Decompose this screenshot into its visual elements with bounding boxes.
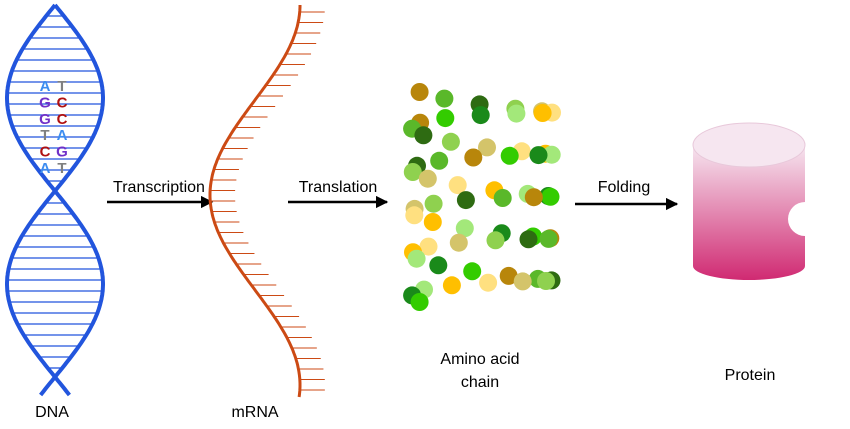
dna-strand-1: [5, 3, 105, 397]
amino-acid-bead: [418, 169, 437, 188]
amino-acid-bead: [486, 231, 505, 250]
amino-acid-bead: [423, 213, 442, 231]
mrna-label: mRNA: [231, 404, 278, 421]
base-letter-right: T: [57, 78, 66, 95]
base-letter-left: C: [40, 144, 51, 161]
amino-acid-bead: [448, 176, 467, 195]
amino-acid-bead: [429, 256, 448, 275]
amino-acid-label-line2: chain: [461, 374, 499, 391]
amino-acid-bead: [407, 249, 426, 268]
amino-acid-bead: [463, 262, 482, 281]
amino-acid-bead: [405, 206, 424, 225]
amino-acid-bead: [410, 83, 429, 101]
amino-acid-bead: [464, 148, 483, 167]
amino-acid-bead: [455, 219, 474, 238]
amino-acid-bead: [403, 163, 422, 181]
amino-acid-bead: [436, 109, 455, 128]
dna-rungs: [7, 15, 103, 369]
amino-acid-bead: [479, 273, 498, 292]
amino-acid-bead: [541, 187, 560, 206]
amino-acid-bead: [478, 138, 496, 157]
folding-label: Folding: [598, 179, 650, 196]
base-letter-left: G: [39, 111, 51, 128]
base-letter-left: A: [40, 160, 51, 177]
amino-acid-bead: [513, 272, 532, 291]
protein-body: [693, 145, 805, 280]
base-letter-right: G: [56, 144, 68, 161]
amino-acid-label-line1: Amino acid: [440, 351, 519, 368]
amino-acid-bead: [537, 272, 555, 290]
base-letter-right: C: [57, 111, 68, 128]
amino-acid-bead: [499, 266, 518, 285]
protein-top: [692, 122, 806, 168]
amino-acid-bead: [414, 126, 433, 145]
translation-label: Translation: [299, 179, 378, 196]
amino-acid-bead: [456, 191, 475, 210]
mrna-strand: [208, 5, 325, 398]
amino-acid-bead: [533, 104, 552, 122]
amino-acid-bead: [507, 104, 526, 123]
amino-acid-bead: [519, 230, 538, 249]
base-letter-right: C: [57, 94, 68, 111]
folding-arrow: Folding: [575, 179, 679, 211]
mrna-codon-ticks: [210, 11, 325, 391]
amino-acid-bead: [539, 229, 558, 248]
amino-acid-bead: [424, 194, 443, 213]
amino-acid-bead: [500, 146, 519, 165]
translation-arrow: Translation: [288, 179, 389, 209]
base-letter-left: T: [40, 127, 49, 144]
amino-acid-bead: [410, 293, 429, 311]
amino-acid-bead: [529, 146, 548, 165]
amino-acid-bead: [542, 145, 561, 164]
base-letter-left: G: [39, 94, 51, 111]
amino-acid-chain: [403, 83, 561, 311]
amino-acid-bead: [524, 188, 543, 207]
protein-cylinder: [692, 122, 806, 280]
amino-acid-bead: [435, 89, 454, 108]
dna-label: DNA: [35, 404, 69, 421]
transcription-label: Transcription: [113, 179, 205, 196]
amino-acid-bead: [419, 237, 438, 256]
base-letter-right: A: [57, 127, 68, 144]
amino-acid-bead: [493, 189, 512, 207]
amino-acid-bead: [441, 132, 460, 151]
mrna-backbone: [208, 5, 302, 398]
base-letter-left: A: [40, 78, 51, 95]
amino-acid-bead: [471, 106, 490, 125]
protein-label: Protein: [725, 367, 776, 384]
amino-acid-bead: [449, 233, 468, 252]
amino-acid-bead: [442, 276, 461, 295]
amino-acid-bead: [430, 151, 449, 170]
transcription-arrow: Transcription: [107, 179, 214, 209]
dna-strand-2: [5, 3, 105, 397]
base-letter-right: T: [57, 160, 66, 177]
